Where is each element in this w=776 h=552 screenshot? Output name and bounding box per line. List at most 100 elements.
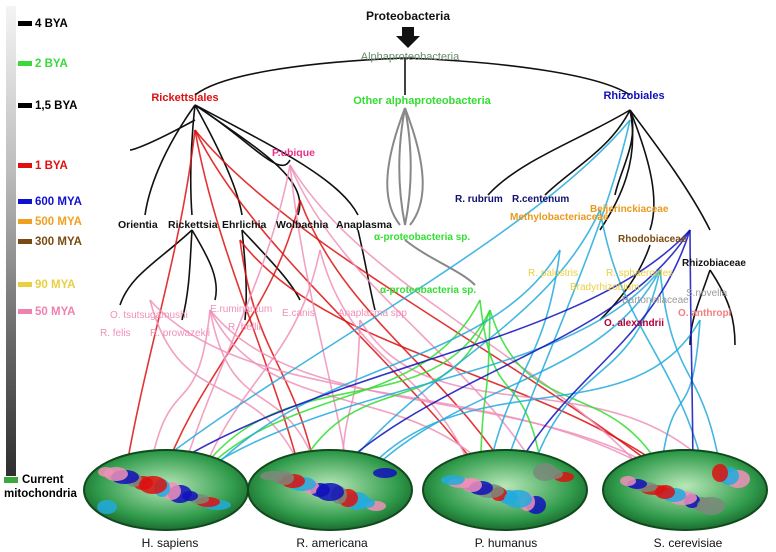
transfer-arrow-16 [145, 309, 211, 486]
time-swatch-7 [18, 282, 32, 288]
species-rprowazekii: R. prowazekii [150, 328, 210, 339]
mitochondrion-1 [247, 449, 413, 531]
transfer-arrow-4 [239, 239, 321, 486]
taxon-rcentenum: R.centenum [512, 194, 569, 205]
taxon-rhodobiaceae: Rhodobiaceae [618, 234, 687, 245]
taxon-rickettsia: Rickettsia [168, 219, 218, 231]
mitochondrion-patch [697, 497, 725, 515]
mitochondrion-patch [104, 467, 128, 481]
taxon-orientia: Orientia [118, 219, 158, 231]
time-text-7: 90 MYA [35, 279, 76, 291]
time-label-6: 300 MYA [18, 236, 82, 248]
transfer-arrow-0 [123, 129, 196, 474]
time-scale-bar [6, 6, 16, 476]
transfer-arrow-2 [194, 129, 489, 483]
mitochondrion-patch [620, 476, 636, 486]
time-text-3: 1 BYA [35, 160, 68, 172]
mitochondrion-patch [274, 471, 294, 485]
mitochondrion-3 [602, 449, 768, 531]
transfer-arrow-27 [489, 309, 673, 491]
transfer-arrow-37 [656, 319, 701, 490]
host-hsapiens: H. sapiens [141, 536, 199, 550]
transfer-arrow-14 [149, 299, 308, 483]
group-rickettsiales: Rickettsiales [151, 92, 218, 104]
transfer-arrow-11 [289, 164, 652, 479]
current-swatch [4, 476, 18, 483]
taxon-rsphaeroides: R. sphaeroides [606, 268, 673, 279]
transfer-arrow-18 [209, 309, 511, 495]
taxon-snovella: S.novella [686, 288, 728, 299]
transfer-arrow-40 [138, 229, 691, 487]
taxon-wolbachia: Wolbachia [276, 219, 328, 231]
mitochondrion-patch [547, 469, 563, 479]
transfer-arrow-5 [239, 239, 698, 495]
down-arrow-icon [396, 27, 420, 48]
species-otsutsugamushi: O. tsutsugamushi [110, 310, 188, 321]
taxon-bartonellaceae: Bartonellaceae [622, 295, 689, 306]
time-swatch-4 [18, 199, 32, 205]
transfer-arrow-36 [359, 319, 701, 479]
transfer-arrow-17 [209, 309, 326, 491]
mitochondrion-2 [422, 449, 588, 531]
transfer-arrow-35 [659, 269, 725, 483]
tree-branches [119, 57, 736, 346]
transfer-arrow-25 [292, 309, 491, 481]
transfer-arrow-21 [359, 319, 720, 477]
mitochondrion-body-3 [602, 449, 768, 531]
other-alpha-branches [386, 107, 476, 286]
host-scerevisiae: S. cerevisiae [653, 536, 723, 550]
time-swatch-1 [18, 61, 32, 67]
mitochondrion-patch [97, 500, 117, 514]
taxon-pubique: P.ubique [272, 147, 315, 159]
mitochondrion-patch [359, 498, 375, 508]
time-text-6: 300 MYA [35, 236, 82, 248]
transfer-arrow-33 [343, 269, 661, 502]
transfer-arrow-34 [528, 269, 661, 478]
transfer-arrow-32 [167, 269, 661, 497]
transfer-arrow-6 [158, 199, 301, 488]
species-eruminantum: E.ruminantum [210, 304, 272, 315]
transfer-arrow-10 [289, 164, 540, 474]
time-text-4: 600 MYA [35, 196, 82, 208]
time-label-0: 4 BYA [18, 18, 68, 30]
mitochondrion-patch [373, 468, 397, 478]
other-alpha-sp2: α-proteobacteria sp. [380, 285, 476, 296]
time-text-1: 2 BYA [35, 58, 68, 70]
transfer-arrow-39 [482, 249, 561, 492]
group-rhizobiales: Rhizobiales [603, 90, 664, 102]
host-phumanus: P. humanus [474, 536, 538, 550]
root-label: Proteobacteria [366, 9, 450, 23]
species-anaplasmaspp: Anaplasma spp [338, 308, 407, 319]
taxon-rpalustris: R. palustris [528, 268, 578, 279]
time-text-8: 50 MYA [35, 306, 76, 318]
transfer-arrow-38 [201, 249, 561, 481]
taxon-methylobacteriaceae: Methylobacteriaceae [510, 212, 609, 223]
time-label-8: 50 MYA [18, 306, 76, 318]
taxon-oanthropi: O. anthropi [678, 308, 732, 319]
time-text-0: 4 BYA [35, 18, 68, 30]
mitochondrion-patch [316, 483, 344, 501]
transfer-arrow-19 [209, 309, 703, 500]
mitochondrion-patch [182, 491, 198, 501]
mitochondrion-patch [655, 485, 675, 499]
mitochondrion-0 [83, 449, 249, 531]
time-swatch-2 [18, 103, 32, 109]
transfer-arrow-43 [689, 229, 697, 474]
time-label-4: 600 MYA [18, 196, 82, 208]
time-text-2: 1,5 BYA [35, 100, 78, 112]
transfer-arrow-29 [494, 119, 631, 494]
mitochondrion-patch [139, 476, 167, 494]
mitochondria-row [83, 449, 768, 531]
transfer-arrow-26 [476, 309, 491, 487]
species-rbellii: R. bellii [228, 322, 261, 333]
time-label-7: 90 MYA [18, 279, 76, 291]
time-text-5: 500 MYA [35, 216, 82, 228]
transfer-arrow-13 [319, 249, 477, 481]
host-ramericana: R. americana [296, 536, 368, 550]
transfer-arrow-8 [174, 164, 291, 495]
time-label-5: 500 MYA [18, 216, 82, 228]
time-label-3: 1 BYA [18, 160, 68, 172]
taxon-bradyrhizobium: Bradyrhizobium [570, 282, 639, 293]
species-rfelis: R. felis [100, 328, 131, 339]
